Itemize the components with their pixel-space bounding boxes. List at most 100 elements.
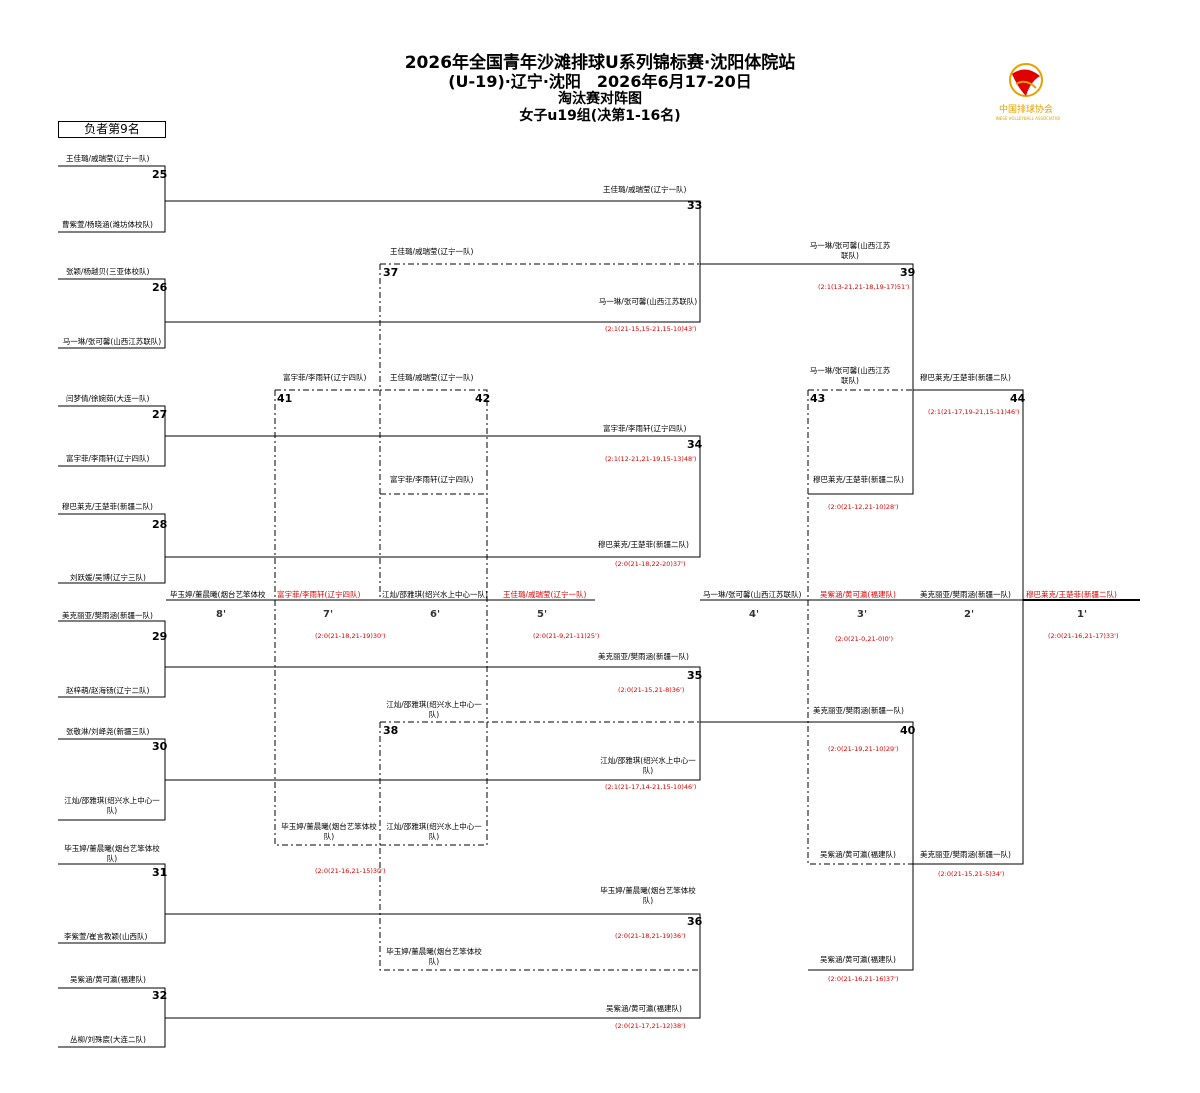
placing-rank: 1' bbox=[1077, 609, 1088, 620]
match-entrant: 王佳璐/戚瑞莹(辽宁一队) bbox=[390, 247, 474, 256]
team-label: 张颖/杨越贝(三亚体校队) bbox=[66, 267, 150, 276]
match-score: (2:0(21-17,21-12)38') bbox=[615, 1022, 686, 1030]
match-score: (2:0(21-19,21-10)29') bbox=[828, 745, 899, 753]
match-entrant: 吴紫涵/黄可瀛(福建队) bbox=[820, 955, 896, 964]
match-entrant: 江灿/邵雅琪(绍兴水上中心一队) bbox=[386, 822, 482, 841]
match-entrant: 穆巴莱克/王楚菲(新疆二队) bbox=[813, 475, 904, 484]
match-score: (2:1(13-21,21-18,19-17)51') bbox=[818, 283, 910, 291]
placing-team: 穆巴莱克/王楚菲(新疆二队) bbox=[1026, 590, 1117, 599]
match-number: 38 bbox=[383, 724, 399, 737]
match-score: (2:1(12-21,21-19,15-13)48') bbox=[605, 455, 697, 463]
match-number: 39 bbox=[900, 266, 916, 279]
match-number: 41 bbox=[277, 392, 293, 405]
match-number: 40 bbox=[900, 724, 916, 737]
team-label: 富宇菲/李雨轩(辽宁四队) bbox=[66, 454, 150, 463]
match-entrant: 富宇菲/李雨轩(辽宁四队) bbox=[390, 475, 474, 484]
match-number: 42 bbox=[475, 392, 491, 405]
doc-type: 淘汰赛对阵图 bbox=[558, 91, 642, 107]
placing-score: (2:0(21-18,21-19)30') bbox=[315, 632, 386, 640]
team-label: 丛柳/刘殊宸(大连二队) bbox=[70, 1035, 146, 1044]
match-winner: 美克丽亚/樊雨涵(新疆一队) bbox=[598, 652, 689, 661]
match-entrant: 富宇菲/李雨轩(辽宁四队) bbox=[283, 373, 367, 382]
match-winner: 毕玉婷/董晨曦(烟台艺笨体校队) bbox=[600, 886, 696, 905]
match-winner: 马一琳/张可馨(山西江苏联队) bbox=[598, 297, 698, 306]
placing-team: 美克丽亚/樊雨涵(新疆一队) bbox=[920, 590, 1011, 599]
team-label: 美克丽亚/樊雨涵(新疆一队) bbox=[62, 611, 153, 620]
svg-text:中国排球协会: 中国排球协会 bbox=[999, 103, 1053, 115]
match-number: 31 bbox=[152, 866, 168, 879]
volleyball-association-logo: 中国排球协会 CHINESE VOLLEYBALL ASSOCIATION bbox=[990, 62, 1062, 126]
match-winner: 王佳璐/戚瑞莹(辽宁一队) bbox=[603, 185, 687, 194]
match-score: (2:1(21-15,15-21,15-10)43') bbox=[605, 325, 697, 333]
placing-rank: 3' bbox=[857, 609, 868, 620]
page-title: 2026年全国青年沙滩排球U系列锦标赛·沈阳体院站 bbox=[404, 53, 796, 73]
match-entrant: 穆巴莱克/王楚菲(新疆二队) bbox=[920, 373, 1011, 382]
placing-team: 毕玉婷/董晨曦(烟台艺笨体校 bbox=[170, 590, 266, 599]
match-number: 34 bbox=[687, 438, 703, 451]
match-number: 36 bbox=[687, 915, 703, 928]
match-entrant: 美克丽亚/樊雨涵(新疆一队) bbox=[920, 850, 1011, 859]
placing-team: 吴紫涵/黄可瀛(福建队) bbox=[820, 590, 896, 599]
team-label: 刘跃媛/吴博(辽宁三队) bbox=[70, 573, 146, 582]
match-entrant: 美克丽亚/樊雨涵(新疆一队) bbox=[813, 706, 904, 715]
placing-rank: 6' bbox=[430, 609, 441, 620]
match-score: (2:0(21-12,21-10)28') bbox=[828, 503, 899, 511]
placing-score: (2:0(21-16,21-17)33') bbox=[1048, 632, 1119, 640]
placing-team: 王佳璐/戚瑞莹(辽宁一队) bbox=[503, 590, 587, 599]
team-label: 江灿/邵雅琪(绍兴水上中心一队) bbox=[64, 796, 160, 815]
match-number: 37 bbox=[383, 266, 399, 279]
match-number: 28 bbox=[152, 518, 168, 531]
match-score: (2:0(21-16,21-16)37') bbox=[828, 975, 899, 983]
match-entrant: 吴紫涵/黄可瀛(福建队) bbox=[820, 850, 896, 859]
match-score: (2:0(21-16,21-15)30') bbox=[315, 867, 386, 875]
match-number: 29 bbox=[152, 630, 168, 643]
losers-ninth-label: 负者第9名 bbox=[58, 121, 166, 138]
match-entrant: 江灿/邵雅琪(绍兴水上中心一队) bbox=[386, 700, 482, 719]
match-score: (2:0(21-15,21-5)34') bbox=[938, 870, 1005, 878]
match-number: 44 bbox=[1010, 392, 1026, 405]
team-label: 张敬淋/刘峄尧(新疆三队) bbox=[66, 727, 150, 736]
match-number: 27 bbox=[152, 408, 168, 421]
placing-rank: 7' bbox=[323, 609, 334, 620]
team-label: 赵梓萌/赵海钖(辽宁二队) bbox=[66, 686, 150, 695]
group-title: 女子u19组(决第1-16名) bbox=[519, 108, 681, 124]
match-number: 32 bbox=[152, 989, 168, 1002]
placing-rank: 4' bbox=[749, 609, 760, 620]
placing-team: 马一琳/张可馨(山西江苏联队) bbox=[703, 590, 802, 599]
match-entrant: 毕玉婷/董晨曦(烟台艺笨体校队) bbox=[386, 947, 482, 966]
placing-score: (2:0(21-9,21-11)25') bbox=[533, 632, 600, 640]
match-number: 26 bbox=[152, 281, 168, 294]
team-label: 李紫萱/崔言教颖(山西队) bbox=[64, 932, 148, 941]
match-winner: 江灿/邵雅琪(绍兴水上中心一队) bbox=[600, 756, 696, 775]
team-label: 穆巴莱克/王楚菲(新疆二队) bbox=[62, 502, 153, 511]
match-winner: 穆巴莱克/王楚菲(新疆二队) bbox=[598, 540, 689, 549]
team-label: 闫梦倩/徐婉茹(大连一队) bbox=[66, 394, 150, 403]
match-number: 43 bbox=[810, 392, 826, 405]
match-number: 33 bbox=[687, 199, 703, 212]
match-number: 30 bbox=[152, 740, 168, 753]
event-subtitle: (U-19)·辽宁·沈阳 2026年6月17-20日 bbox=[448, 72, 752, 91]
match-number: 35 bbox=[687, 669, 703, 682]
match-number: 25 bbox=[152, 168, 168, 181]
team-label: 毕玉婷/董晨曦(烟台艺笨体校队) bbox=[64, 844, 160, 863]
match-score: (2:0(21-15,21-8)36') bbox=[618, 686, 685, 694]
placing-rank: 8' bbox=[216, 609, 227, 620]
placing-rank: 2' bbox=[964, 609, 975, 620]
team-label: 马一琳/张可馨(山西江苏联队) bbox=[62, 337, 162, 346]
team-label: 曹紫萱/杨晓涵(潍坊体校队) bbox=[62, 220, 153, 229]
placing-team: 江灿/邵雅琪(绍兴水上中心一队) bbox=[382, 590, 488, 599]
team-label: 吴紫涵/黄可瀛(福建队) bbox=[70, 975, 146, 984]
match-entrant: 毕玉婷/董晨曦(烟台艺笨体校队) bbox=[281, 822, 377, 841]
match-winner: 吴紫涵/黄可瀛(福建队) bbox=[606, 1004, 682, 1013]
svg-text:CHINESE VOLLEYBALL ASSOCIATION: CHINESE VOLLEYBALL ASSOCIATION bbox=[996, 116, 1060, 121]
team-label: 王佳璐/戚瑞莹(辽宁一队) bbox=[66, 154, 150, 163]
match-score: (2:1(21-17,19-21,15-11)46') bbox=[928, 408, 1020, 416]
match-score: (2:0(21-18,21-19)36') bbox=[615, 932, 686, 940]
placing-rank: 5' bbox=[537, 609, 548, 620]
match-score: (2:1(21-17,14-21,15-10)46') bbox=[605, 783, 697, 791]
match-entrant: 马一琳/张可馨(山西江苏联队) bbox=[809, 366, 891, 385]
match-entrant: 马一琳/张可馨(山西江苏联队) bbox=[809, 241, 891, 260]
placing-team: 富宇菲/李雨轩(辽宁四队) bbox=[277, 590, 361, 599]
match-score: (2:0(21-18,22-20)37') bbox=[615, 560, 686, 568]
